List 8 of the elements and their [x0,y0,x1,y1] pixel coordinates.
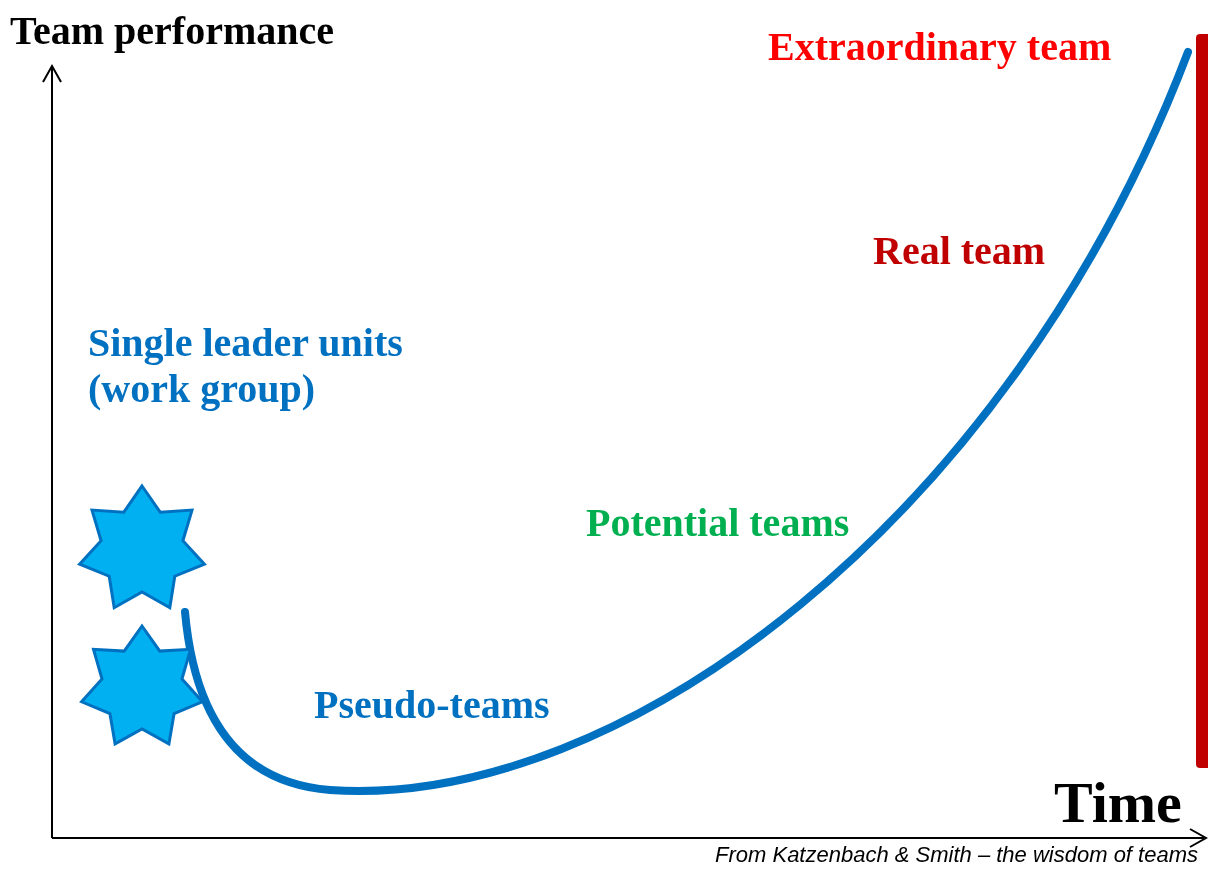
stage-label: Real team [873,228,1046,274]
axis-title: Time [1054,770,1182,837]
stage-label: Extraordinary team [768,24,1112,70]
source-caption: From Katzenbach & Smith – the wisdom of teams [715,842,1198,868]
axis-title: Team performance [10,8,334,54]
stage-label: Pseudo-teams [314,682,550,728]
stage-label: Potential teams [586,500,850,546]
stage-label: Single leader units (work group) [88,320,404,412]
